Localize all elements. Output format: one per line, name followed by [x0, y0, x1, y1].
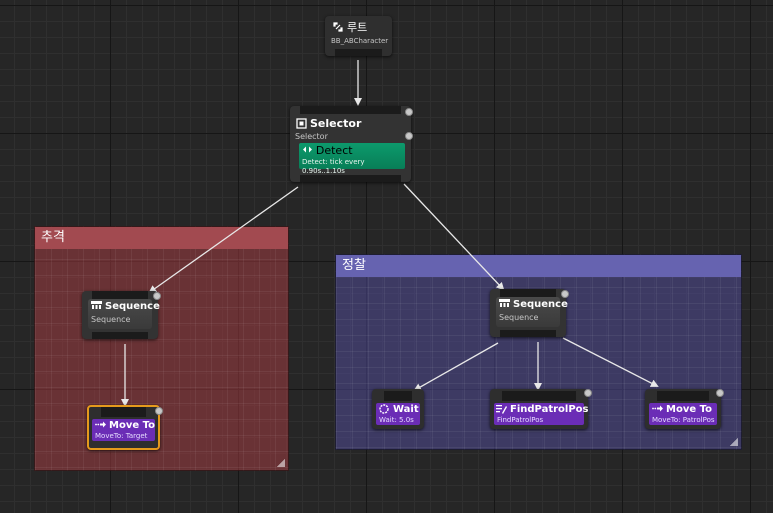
move-to-icon	[94, 420, 106, 432]
task-node-title: Wait	[393, 404, 419, 415]
task-input-pin[interactable]	[101, 407, 146, 417]
task-node-subtitle: FindPatrolPos	[497, 416, 544, 424]
sequence-icon	[91, 301, 102, 313]
breakpoint-dot[interactable]	[153, 292, 161, 300]
root-output-pin[interactable]	[335, 49, 382, 56]
sequence-output-pin[interactable]	[92, 332, 148, 339]
task-node-find-patrol-pos[interactable]: FindPatrolPos FindPatrolPos	[490, 389, 592, 429]
comment-box-chase[interactable]: 추격	[34, 226, 289, 471]
breakpoint-dot[interactable]	[155, 407, 163, 415]
selector-icon	[295, 118, 307, 130]
wire-selector-to-sequence-right	[403, 183, 505, 291]
service-detect-title: Detect	[315, 144, 353, 157]
service-icon	[302, 146, 316, 157]
wire-sequence-right-to-moveto	[562, 337, 659, 387]
task-node-title: Move To	[109, 420, 155, 431]
root-node-title: 루트	[347, 21, 368, 34]
root-node[interactable]: 루트 BB_ABCharacter	[325, 16, 392, 56]
task-node-subtitle: MoveTo: PatrolPos	[652, 416, 715, 424]
selector-node-subtitle: Selector	[295, 132, 328, 141]
comment-title-patrol[interactable]: 정찰	[336, 255, 741, 277]
selector-output-pin[interactable]	[300, 175, 401, 182]
sequence-node-subtitle: Sequence	[91, 315, 131, 324]
breakpoint-dot[interactable]	[405, 108, 413, 116]
task-node-subtitle: Wait: 5.0s	[379, 416, 414, 424]
root-icon	[332, 22, 344, 34]
task-node-title: FindPatrolPos	[510, 404, 589, 415]
wire-selector-to-sequence-left	[148, 186, 299, 294]
breakpoint-dot[interactable]	[561, 290, 569, 298]
task-node-subtitle: MoveTo: Target	[95, 432, 148, 440]
sequence-output-pin[interactable]	[500, 330, 556, 337]
comment-resize-handle[interactable]	[730, 438, 738, 446]
task-input-pin[interactable]	[657, 391, 709, 401]
selector-node-title: Selector	[310, 117, 362, 130]
sequence-node-chase[interactable]: Sequence Sequence	[82, 291, 161, 339]
breakpoint-dot[interactable]	[716, 389, 724, 397]
service-detect[interactable]: Detect Detect: tick every 0.90s..1.10s	[299, 143, 405, 175]
sequence-input-pin[interactable]	[500, 289, 556, 297]
task-node-move-to-patrol[interactable]: Move To MoveTo: PatrolPos	[645, 389, 724, 429]
sequence-icon	[499, 299, 510, 311]
sequence-node-patrol[interactable]: Sequence Sequence	[490, 289, 569, 337]
task-icon	[496, 404, 507, 416]
sequence-node-title: Sequence	[105, 301, 160, 312]
task-input-pin[interactable]	[384, 391, 412, 401]
task-node-wait[interactable]: Wait Wait: 5.0s	[372, 389, 424, 429]
service-detect-subtitle: Detect: tick every 0.90s..1.10s	[302, 158, 365, 175]
sequence-node-title: Sequence	[513, 299, 568, 310]
move-to-icon	[651, 404, 663, 416]
task-node-title: Move To	[666, 404, 712, 415]
breakpoint-dot[interactable]	[405, 132, 413, 140]
wait-icon	[378, 403, 390, 416]
sequence-input-pin[interactable]	[92, 291, 148, 299]
sequence-node-subtitle: Sequence	[499, 313, 539, 322]
breakpoint-dot[interactable]	[584, 389, 592, 397]
task-node-move-to-target[interactable]: Move To MoveTo: Target	[87, 405, 163, 450]
root-node-subtitle: BB_ABCharacter	[331, 37, 389, 45]
wire-sequence-right-to-wait	[413, 342, 499, 391]
comment-resize-handle[interactable]	[277, 459, 285, 467]
comment-title-chase[interactable]: 추격	[35, 227, 288, 249]
task-input-pin[interactable]	[502, 391, 576, 401]
selector-input-pin[interactable]	[300, 106, 401, 114]
